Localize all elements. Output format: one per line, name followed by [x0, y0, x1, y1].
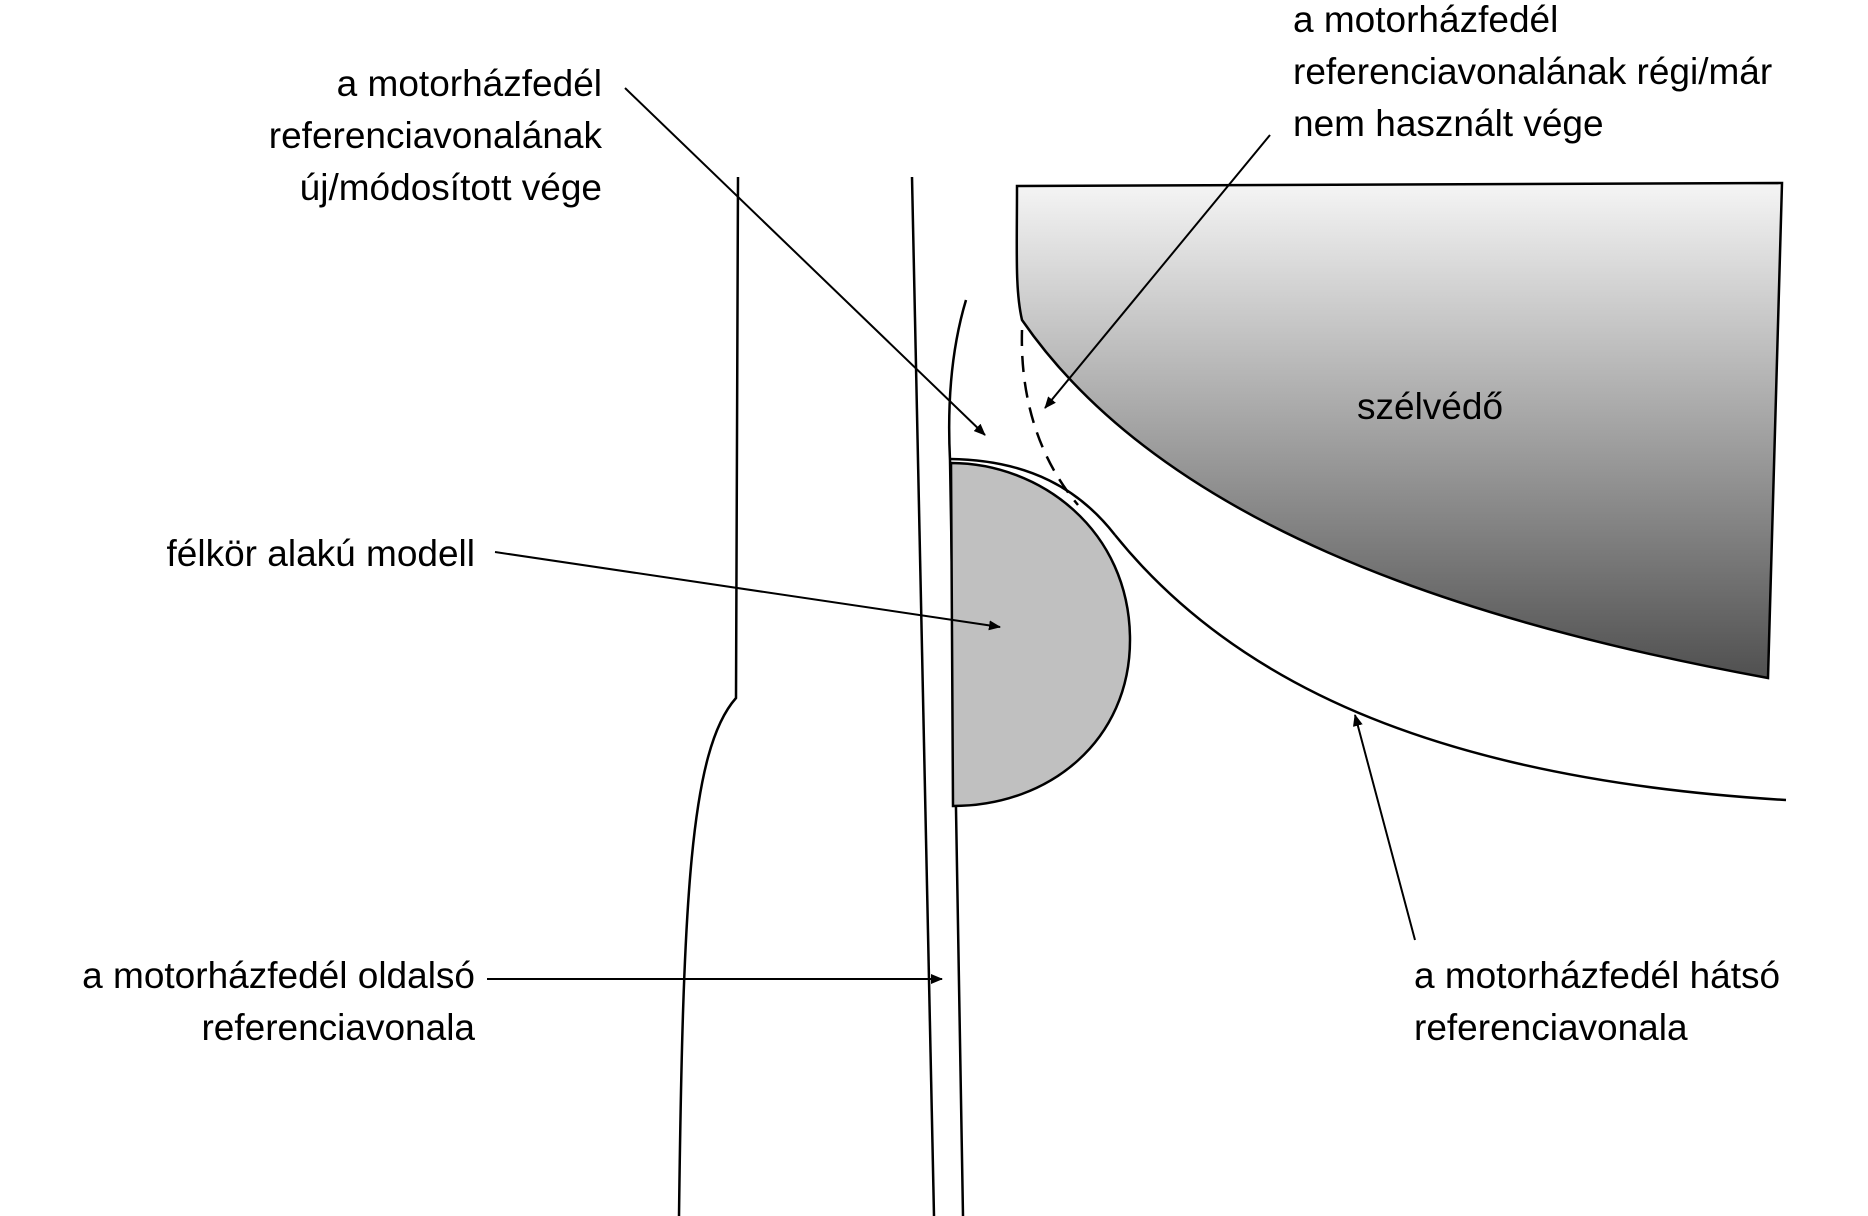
label-new-end: a motorházfedél referenciavonalának új/m…	[150, 58, 602, 214]
label-side-reference-line-1: a motorházfedél oldalsó	[82, 955, 475, 996]
semicircle-model-shape	[949, 461, 1132, 808]
rear-reference-line	[1114, 534, 1787, 802]
label-new-end-line-3: új/módosított vége	[299, 167, 602, 208]
label-rear-reference-line: a motorházfedél hátsó referenciavonala	[1414, 950, 1864, 1054]
side-reference-line-inner	[947, 299, 968, 1216]
label-side-reference-line: a motorházfedél oldalsó referenciavonala	[0, 950, 475, 1054]
label-windscreen-text: szélvédő	[1357, 386, 1504, 427]
leader-arrow-rear-reference-line	[1353, 714, 1416, 941]
side-reference-line-outer	[910, 176, 936, 1216]
bonnet-outer-edge-line	[677, 176, 740, 1216]
leader-arrow-old-end	[1044, 134, 1271, 409]
old-end-dashed-line	[1020, 329, 1079, 506]
label-windscreen: szélvédő	[1357, 381, 1503, 433]
label-old-end-line-1: a motorházfedél	[1293, 0, 1559, 40]
leader-arrow-new-end	[624, 87, 986, 436]
label-old-end-line-3: nem használt vége	[1293, 103, 1604, 144]
label-new-end-line-1: a motorházfedél	[336, 63, 602, 104]
label-semicircle-model-text: félkör alakú modell	[166, 533, 475, 574]
label-side-reference-line-2: referenciavonala	[201, 1007, 475, 1048]
new-end-curve	[949, 457, 1116, 536]
windscreen-shape	[1015, 181, 1784, 680]
leader-arrow-semicircle-model	[494, 551, 1001, 631]
label-rear-reference-line-1: a motorházfedél hátsó	[1414, 955, 1781, 996]
label-new-end-line-2: referenciavonalának	[268, 115, 602, 156]
label-semicircle-model: félkör alakú modell	[40, 528, 475, 580]
label-old-end: a motorházfedél referenciavonalának régi…	[1293, 0, 1863, 150]
label-old-end-line-2: referenciavonalának régi/már	[1293, 51, 1773, 92]
label-rear-reference-line-2: referenciavonala	[1414, 1007, 1688, 1048]
